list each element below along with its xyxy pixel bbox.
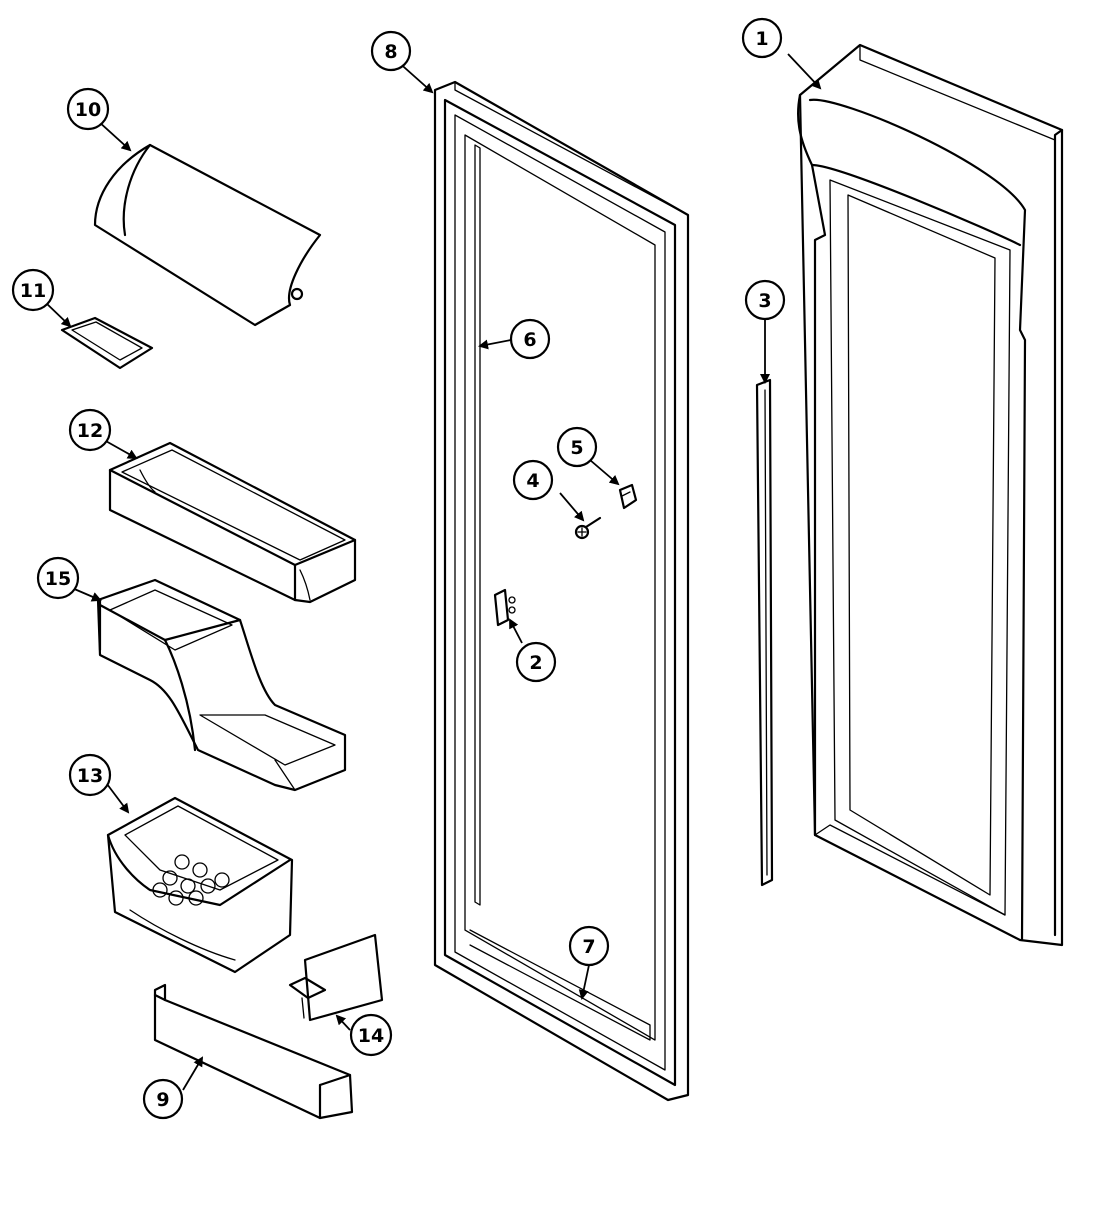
callout-15: 15 bbox=[36, 556, 80, 600]
callout-14-label: 14 bbox=[358, 1025, 384, 1047]
callout-3-label: 3 bbox=[758, 290, 771, 312]
callout-3: 3 bbox=[744, 279, 786, 321]
part-8-door bbox=[433, 80, 690, 1102]
part-12-door-bin bbox=[108, 441, 357, 604]
callout-10: 10 bbox=[66, 87, 110, 131]
callout-12: 12 bbox=[68, 408, 112, 452]
callout-11: 11 bbox=[11, 268, 55, 312]
callout-13-label: 13 bbox=[77, 765, 103, 787]
part-14-divider bbox=[288, 933, 384, 1022]
callout-4-label: 4 bbox=[526, 470, 539, 492]
callout-7-label: 7 bbox=[582, 936, 595, 958]
part-9-trim bbox=[153, 983, 354, 1120]
part-13-bin bbox=[106, 796, 294, 974]
part-5-clip bbox=[618, 483, 638, 510]
part-1-liner bbox=[797, 43, 1064, 947]
callout-15-label: 15 bbox=[45, 568, 71, 590]
callout-9-label: 9 bbox=[156, 1089, 169, 1111]
callout-4: 4 bbox=[512, 459, 554, 501]
callout-10-label: 10 bbox=[75, 99, 101, 121]
callout-8-label: 8 bbox=[384, 41, 397, 63]
callout-6-label: 6 bbox=[523, 329, 536, 351]
callout-13: 13 bbox=[68, 753, 112, 797]
callout-12-label: 12 bbox=[77, 420, 103, 442]
callout-2-label: 2 bbox=[529, 652, 542, 674]
part-11-tray bbox=[60, 316, 154, 370]
callout-2: 2 bbox=[515, 641, 557, 683]
callout-1-label: 1 bbox=[755, 28, 768, 50]
callout-6: 6 bbox=[509, 318, 551, 360]
callout-5: 5 bbox=[556, 426, 598, 468]
callout-7: 7 bbox=[568, 925, 610, 967]
callout-9: 9 bbox=[142, 1078, 184, 1120]
part-15-tall-bin bbox=[96, 578, 347, 792]
callout-5-label: 5 bbox=[570, 437, 583, 459]
callout-8: 8 bbox=[370, 30, 412, 72]
callout-14: 14 bbox=[349, 1013, 393, 1057]
leader-lines bbox=[44, 53, 822, 1091]
callout-11-label: 11 bbox=[20, 280, 46, 302]
part-3-strip bbox=[755, 378, 774, 887]
callout-1: 1 bbox=[741, 17, 783, 59]
part-10-dairy-door bbox=[93, 143, 322, 327]
part-2-hinge bbox=[493, 588, 516, 627]
part-4-screw bbox=[574, 516, 602, 540]
